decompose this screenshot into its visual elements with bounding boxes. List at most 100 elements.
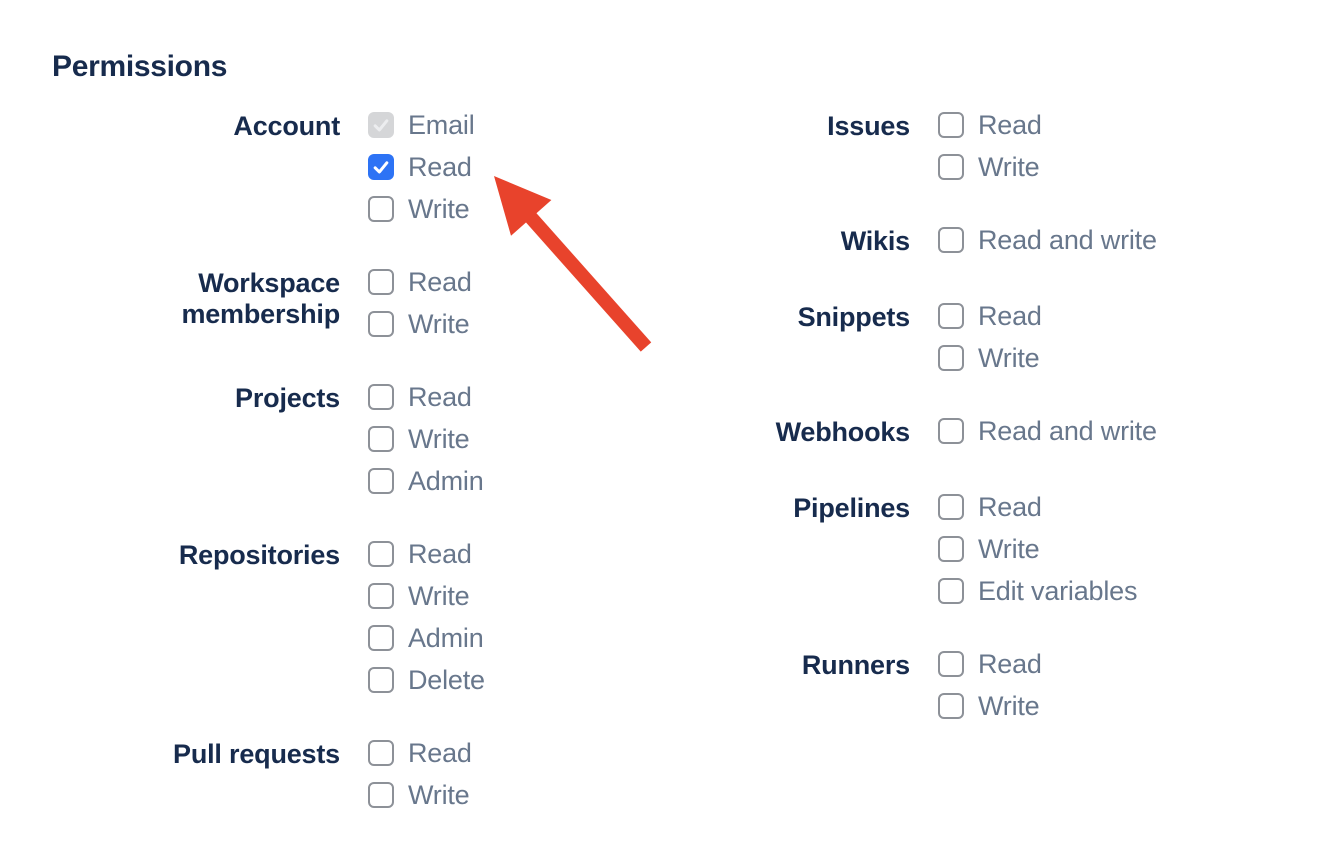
option-row-repositories-delete: Delete [368,666,485,694]
checkbox-runners-read[interactable] [938,651,964,677]
option-label-pipelines-write: Write [978,534,1040,564]
group-label-issues: Issues [827,111,910,141]
checkbox-account-email [368,112,394,138]
option-row-workspace-membership-write: Write [368,310,472,338]
option-label-workspace-membership-read: Read [408,267,472,297]
checkbox-wikis-read-and-write[interactable] [938,227,964,253]
checkbox-runners-write[interactable] [938,693,964,719]
option-label-account-email: Email [408,110,475,140]
option-row-pull-requests-read: Read [368,739,472,767]
checkbox-pull-requests-read[interactable] [368,740,394,766]
checkbox-repositories-delete[interactable] [368,667,394,693]
option-label-pull-requests-write: Write [408,780,470,810]
group-label-wikis: Wikis [840,226,910,256]
group-label-projects: Projects [235,383,340,413]
option-row-pipelines-write: Write [938,535,1137,563]
checkbox-workspace-membership-read[interactable] [368,269,394,295]
option-row-projects-admin: Admin [368,467,484,495]
option-label-pipelines-edit-variables: Edit variables [978,576,1138,606]
checkbox-repositories-read[interactable] [368,541,394,567]
option-row-pull-requests-write: Write [368,781,472,809]
option-label-account-read: Read [408,152,472,182]
page-title: Permissions [52,50,228,83]
checkbox-projects-read[interactable] [368,384,394,410]
checkbox-repositories-write[interactable] [368,583,394,609]
checkbox-snippets-write[interactable] [938,345,964,371]
option-row-pipelines-edit-variables: Edit variables [938,577,1137,605]
checkbox-webhooks-read-and-write[interactable] [938,418,964,444]
checkbox-account-write[interactable] [368,196,394,222]
option-label-issues-write: Write [978,152,1040,182]
checkbox-pipelines-write[interactable] [938,536,964,562]
option-label-account-write: Write [408,194,470,224]
option-row-webhooks-read-and-write: Read and write [938,417,1157,445]
option-label-snippets-write: Write [978,343,1040,373]
group-label-pull-requests: Pull requests [173,739,340,769]
option-row-repositories-read: Read [368,540,485,568]
option-row-projects-write: Write [368,425,484,453]
group-label-runners: Runners [801,650,910,680]
option-label-pipelines-read: Read [978,492,1042,522]
group-label-pipelines: Pipelines [793,493,910,523]
checkbox-issues-write[interactable] [938,154,964,180]
option-row-runners-read: Read [938,650,1042,678]
option-row-snippets-read: Read [938,302,1042,330]
checkbox-repositories-admin[interactable] [368,625,394,651]
checkbox-pull-requests-write[interactable] [368,782,394,808]
option-label-repositories-admin: Admin [408,623,484,653]
option-row-account-write: Write [368,195,475,223]
option-label-issues-read: Read [978,110,1042,140]
checkbox-account-read[interactable] [368,154,394,180]
group-label-account: Account [233,111,340,141]
checkbox-issues-read[interactable] [938,112,964,138]
option-row-snippets-write: Write [938,344,1042,372]
option-label-wikis-read-and-write: Read and write [978,225,1157,255]
check-icon [373,119,389,132]
option-label-workspace-membership-write: Write [408,309,470,339]
option-label-pull-requests-read: Read [408,738,472,768]
option-label-repositories-delete: Delete [408,665,485,695]
checkbox-pipelines-read[interactable] [938,494,964,520]
group-label-webhooks: Webhooks [775,417,911,447]
options-list: Read and write [938,417,1157,445]
checkbox-workspace-membership-write[interactable] [368,311,394,337]
option-row-repositories-write: Write [368,582,485,610]
group-label-workspace-membership: Workspace membership [181,268,340,329]
checkbox-snippets-read[interactable] [938,303,964,329]
permission-group-webhooks: Webhooks Read and write [660,417,1220,448]
option-row-issues-read: Read [938,111,1042,139]
option-label-repositories-read: Read [408,539,472,569]
check-icon [373,161,389,174]
option-label-projects-write: Write [408,424,470,454]
option-row-runners-write: Write [938,692,1042,720]
options-list: Read and write [938,226,1157,254]
checkbox-projects-write[interactable] [368,426,394,452]
permission-group-wikis: Wikis Read and write [660,226,1220,257]
checkbox-projects-admin[interactable] [368,468,394,494]
checkbox-pipelines-edit-variables[interactable] [938,578,964,604]
option-label-snippets-read: Read [978,301,1042,331]
option-label-repositories-write: Write [408,581,470,611]
option-label-runners-read: Read [978,649,1042,679]
option-row-pipelines-read: Read [938,493,1137,521]
option-row-account-email: Email [368,111,475,139]
